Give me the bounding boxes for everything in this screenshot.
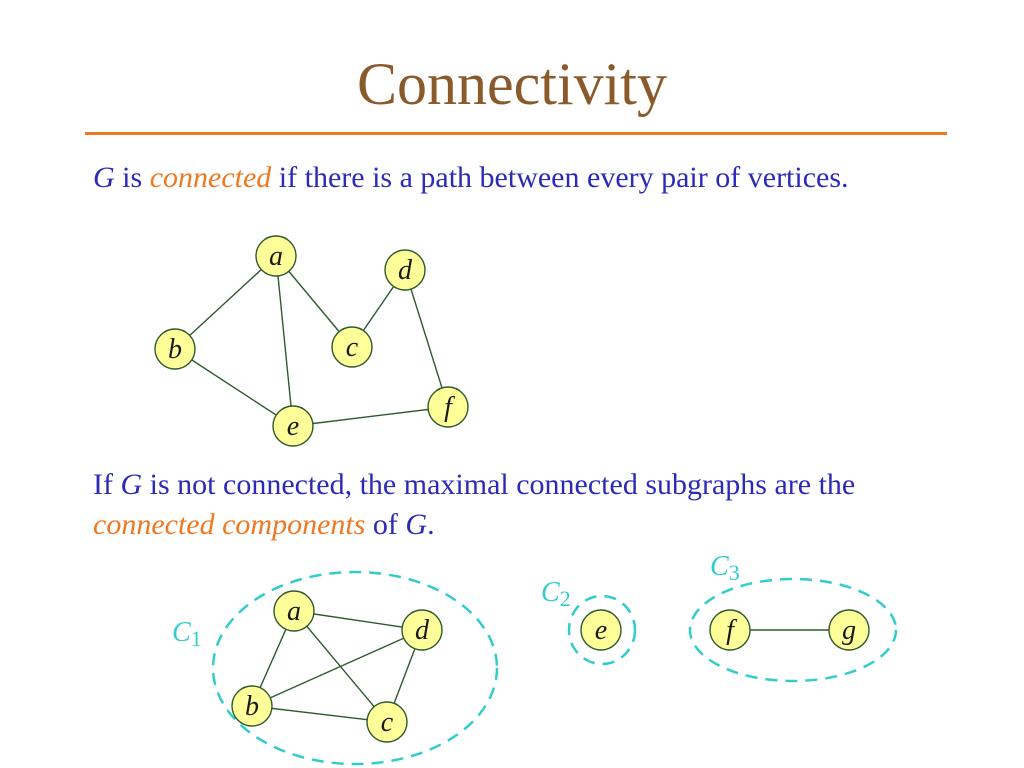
svg-text:f: f — [444, 392, 455, 423]
edge-b-c — [251, 705, 388, 723]
components-mid: is not connected, the maximal connected … — [142, 468, 856, 501]
vertex-f: f — [427, 386, 469, 428]
vertex-c: c — [366, 701, 408, 743]
term-connected-components: connected components — [93, 508, 366, 541]
edge-a-d — [293, 610, 423, 631]
svg-text:a: a — [287, 596, 301, 627]
components-if: If — [93, 468, 121, 501]
graph-symbol: G — [93, 161, 115, 194]
term-connected: connected — [149, 161, 272, 194]
svg-text:a: a — [269, 241, 283, 272]
component-c3: C3 f g — [688, 551, 898, 683]
vertex-e: e — [580, 609, 622, 651]
vertex-b: b — [231, 685, 273, 727]
svg-text:b: b — [245, 691, 259, 722]
component-c2: C2 e — [541, 577, 637, 666]
svg-text:d: d — [398, 255, 413, 286]
svg-text:b: b — [168, 334, 182, 365]
definition-is: is — [114, 161, 150, 194]
svg-text:d: d — [415, 615, 430, 646]
svg-text:c: c — [346, 332, 359, 363]
slide-title: Connectivity — [357, 51, 667, 117]
edge-b-d — [251, 629, 423, 707]
svg-text:e: e — [287, 411, 299, 442]
title-divider — [85, 132, 947, 135]
component-c1: C1 a b c d — [172, 570, 499, 766]
vertex-g: g — [828, 609, 870, 651]
svg-text:f: f — [726, 615, 737, 646]
svg-text:c: c — [381, 707, 394, 738]
vertex-a: a — [273, 590, 315, 632]
definition-rest: if there is a path between every pair of… — [271, 161, 849, 194]
component-c2-outline — [567, 594, 637, 666]
components-end: . — [427, 508, 435, 541]
edge-a-b — [174, 255, 277, 350]
vertex-f: f — [709, 609, 751, 651]
component-c1-label: C1 — [172, 617, 202, 651]
definition-text: G is connected if there is a path betwee… — [93, 158, 849, 198]
edge-b-e — [174, 348, 294, 427]
component-c3-label: C3 — [710, 551, 740, 585]
vertex-e: e — [272, 405, 314, 447]
vertex-d: d — [384, 249, 426, 291]
svg-text:e: e — [595, 615, 607, 646]
component-c3-outline — [688, 577, 898, 683]
vertex-b: b — [154, 328, 196, 370]
graph-symbol: G — [405, 508, 428, 541]
vertex-a: a — [255, 235, 297, 277]
component-c2-label: C2 — [541, 577, 571, 611]
components-text-line2: connected components of G. — [93, 505, 435, 545]
graph-symbol: G — [120, 468, 143, 501]
edge-a-e — [275, 255, 294, 427]
edge-d-f — [404, 269, 449, 408]
components-text-line1: If G is not connected, the maximal conne… — [93, 465, 855, 505]
edge-e-f — [292, 406, 449, 427]
vertex-c: c — [331, 326, 373, 368]
component-c1-outline — [211, 570, 499, 766]
connected-graph: a b c d e f — [154, 235, 469, 447]
vertex-d: d — [401, 609, 443, 651]
components-of: of — [365, 508, 406, 541]
svg-text:g: g — [842, 615, 856, 646]
